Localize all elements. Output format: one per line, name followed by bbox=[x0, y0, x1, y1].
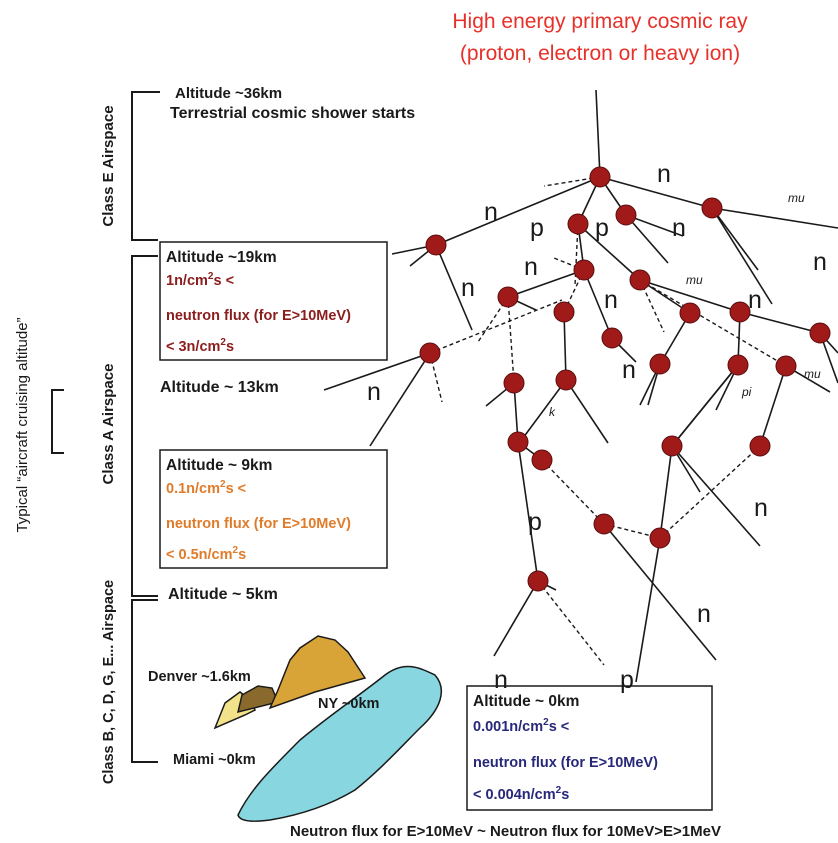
particle-label-n: n bbox=[484, 198, 498, 226]
particle-label-n: n bbox=[697, 600, 711, 628]
particle-label-n: n bbox=[657, 160, 671, 188]
box-0km-line3: < 0.004n/cm2s bbox=[473, 785, 569, 803]
particle-label-pi: pi bbox=[741, 385, 752, 399]
ny-label: NY ~0km bbox=[318, 696, 379, 712]
particle-label-n: n bbox=[524, 253, 538, 281]
box-9km-line2: neutron flux (for E>10MeV) bbox=[166, 516, 351, 532]
particle-label-k: k bbox=[549, 405, 556, 419]
particle-label-n: n bbox=[461, 274, 475, 302]
altitude-5km-label: Altitude ~ 5km bbox=[168, 586, 278, 603]
class-a-bracket bbox=[131, 255, 158, 597]
particle-label-p: p bbox=[530, 214, 544, 242]
altitude-13km-label: Altitude ~ 13km bbox=[160, 379, 279, 396]
box-0km-line1: 0.001n/cm2s < bbox=[473, 717, 569, 735]
particle-nodes bbox=[419, 166, 831, 592]
particle-label-mu: mu bbox=[686, 273, 703, 287]
particle-label-n: n bbox=[748, 286, 762, 314]
particle-label-n: n bbox=[754, 494, 768, 522]
particle-label-n: n bbox=[813, 248, 827, 276]
particle-label-p: p bbox=[620, 666, 634, 694]
shower-tracks-solid bbox=[323, 89, 838, 683]
particle-label-n: n bbox=[604, 286, 618, 314]
particle-label-n: n bbox=[672, 214, 686, 242]
particle-label-p: p bbox=[595, 214, 609, 242]
particle-label-n: n bbox=[622, 356, 636, 384]
class-e-airspace-label: Class E Airspace bbox=[100, 105, 117, 226]
box-9km-line1: 0.1n/cm2s < bbox=[166, 479, 246, 497]
airspace-brackets bbox=[51, 91, 160, 763]
flux-box-19km: Altitude ~19km 1n/cm2s < neutron flux (f… bbox=[159, 241, 388, 361]
cruising-bracket bbox=[51, 389, 64, 454]
box-19km-line3: < 3n/cm2s bbox=[166, 337, 234, 355]
particle-label-mu: mu bbox=[804, 367, 821, 381]
bottom-flux-note: Neutron flux for E>10MeV ~ Neutron flux … bbox=[290, 823, 721, 840]
class-a-airspace-label: Class A Airspace bbox=[100, 364, 117, 485]
terrain bbox=[213, 635, 443, 822]
shower-starts-label: Terrestrial cosmic shower starts bbox=[170, 105, 415, 122]
miami-label: Miami ~0km bbox=[173, 752, 256, 768]
particle-labels: n n p p n n n n n n n n n p n n p mu mu … bbox=[367, 160, 827, 694]
box-0km-line2: neutron flux (for E>10MeV) bbox=[473, 755, 658, 771]
denver-label: Denver ~1.6km bbox=[148, 669, 251, 685]
particle-label-n: n bbox=[367, 378, 381, 406]
box-9km-line3: < 0.5n/cm2s bbox=[166, 545, 246, 563]
box-0km-altitude: Altitude ~ 0km bbox=[473, 693, 579, 710]
box-19km-line2: neutron flux (for E>10MeV) bbox=[166, 308, 351, 324]
sea-shape bbox=[237, 665, 443, 822]
denver-mountain-dark bbox=[236, 685, 280, 714]
title-line-2: (proton, electron or heavy ion) bbox=[460, 42, 740, 65]
title-line-1: High energy primary cosmic ray bbox=[452, 10, 748, 33]
class-e-bracket bbox=[131, 91, 160, 241]
box-19km-altitude: Altitude ~19km bbox=[166, 249, 277, 266]
flux-box-9km: Altitude ~ 9km 0.1n/cm2s < neutron flux … bbox=[159, 449, 388, 569]
particle-label-n: n bbox=[494, 666, 508, 694]
particle-label-mu: mu bbox=[788, 191, 805, 205]
cruising-altitude-label: Typical “aircraft cruising altitude” bbox=[14, 317, 31, 532]
ny-mountain-shape bbox=[268, 635, 367, 710]
flux-box-0km: Altitude ~ 0km 0.001n/cm2s < neutron flu… bbox=[466, 685, 713, 811]
box-19km-line1: 1n/cm2s < bbox=[166, 271, 234, 289]
class-low-bracket bbox=[131, 599, 158, 763]
altitude-36km-label: Altitude ~36km bbox=[175, 85, 282, 102]
box-9km-altitude: Altitude ~ 9km bbox=[166, 457, 272, 474]
particle-label-p: p bbox=[528, 508, 542, 536]
class-low-airspace-label: Class B, C, D, G, E... Airspace bbox=[101, 580, 117, 784]
